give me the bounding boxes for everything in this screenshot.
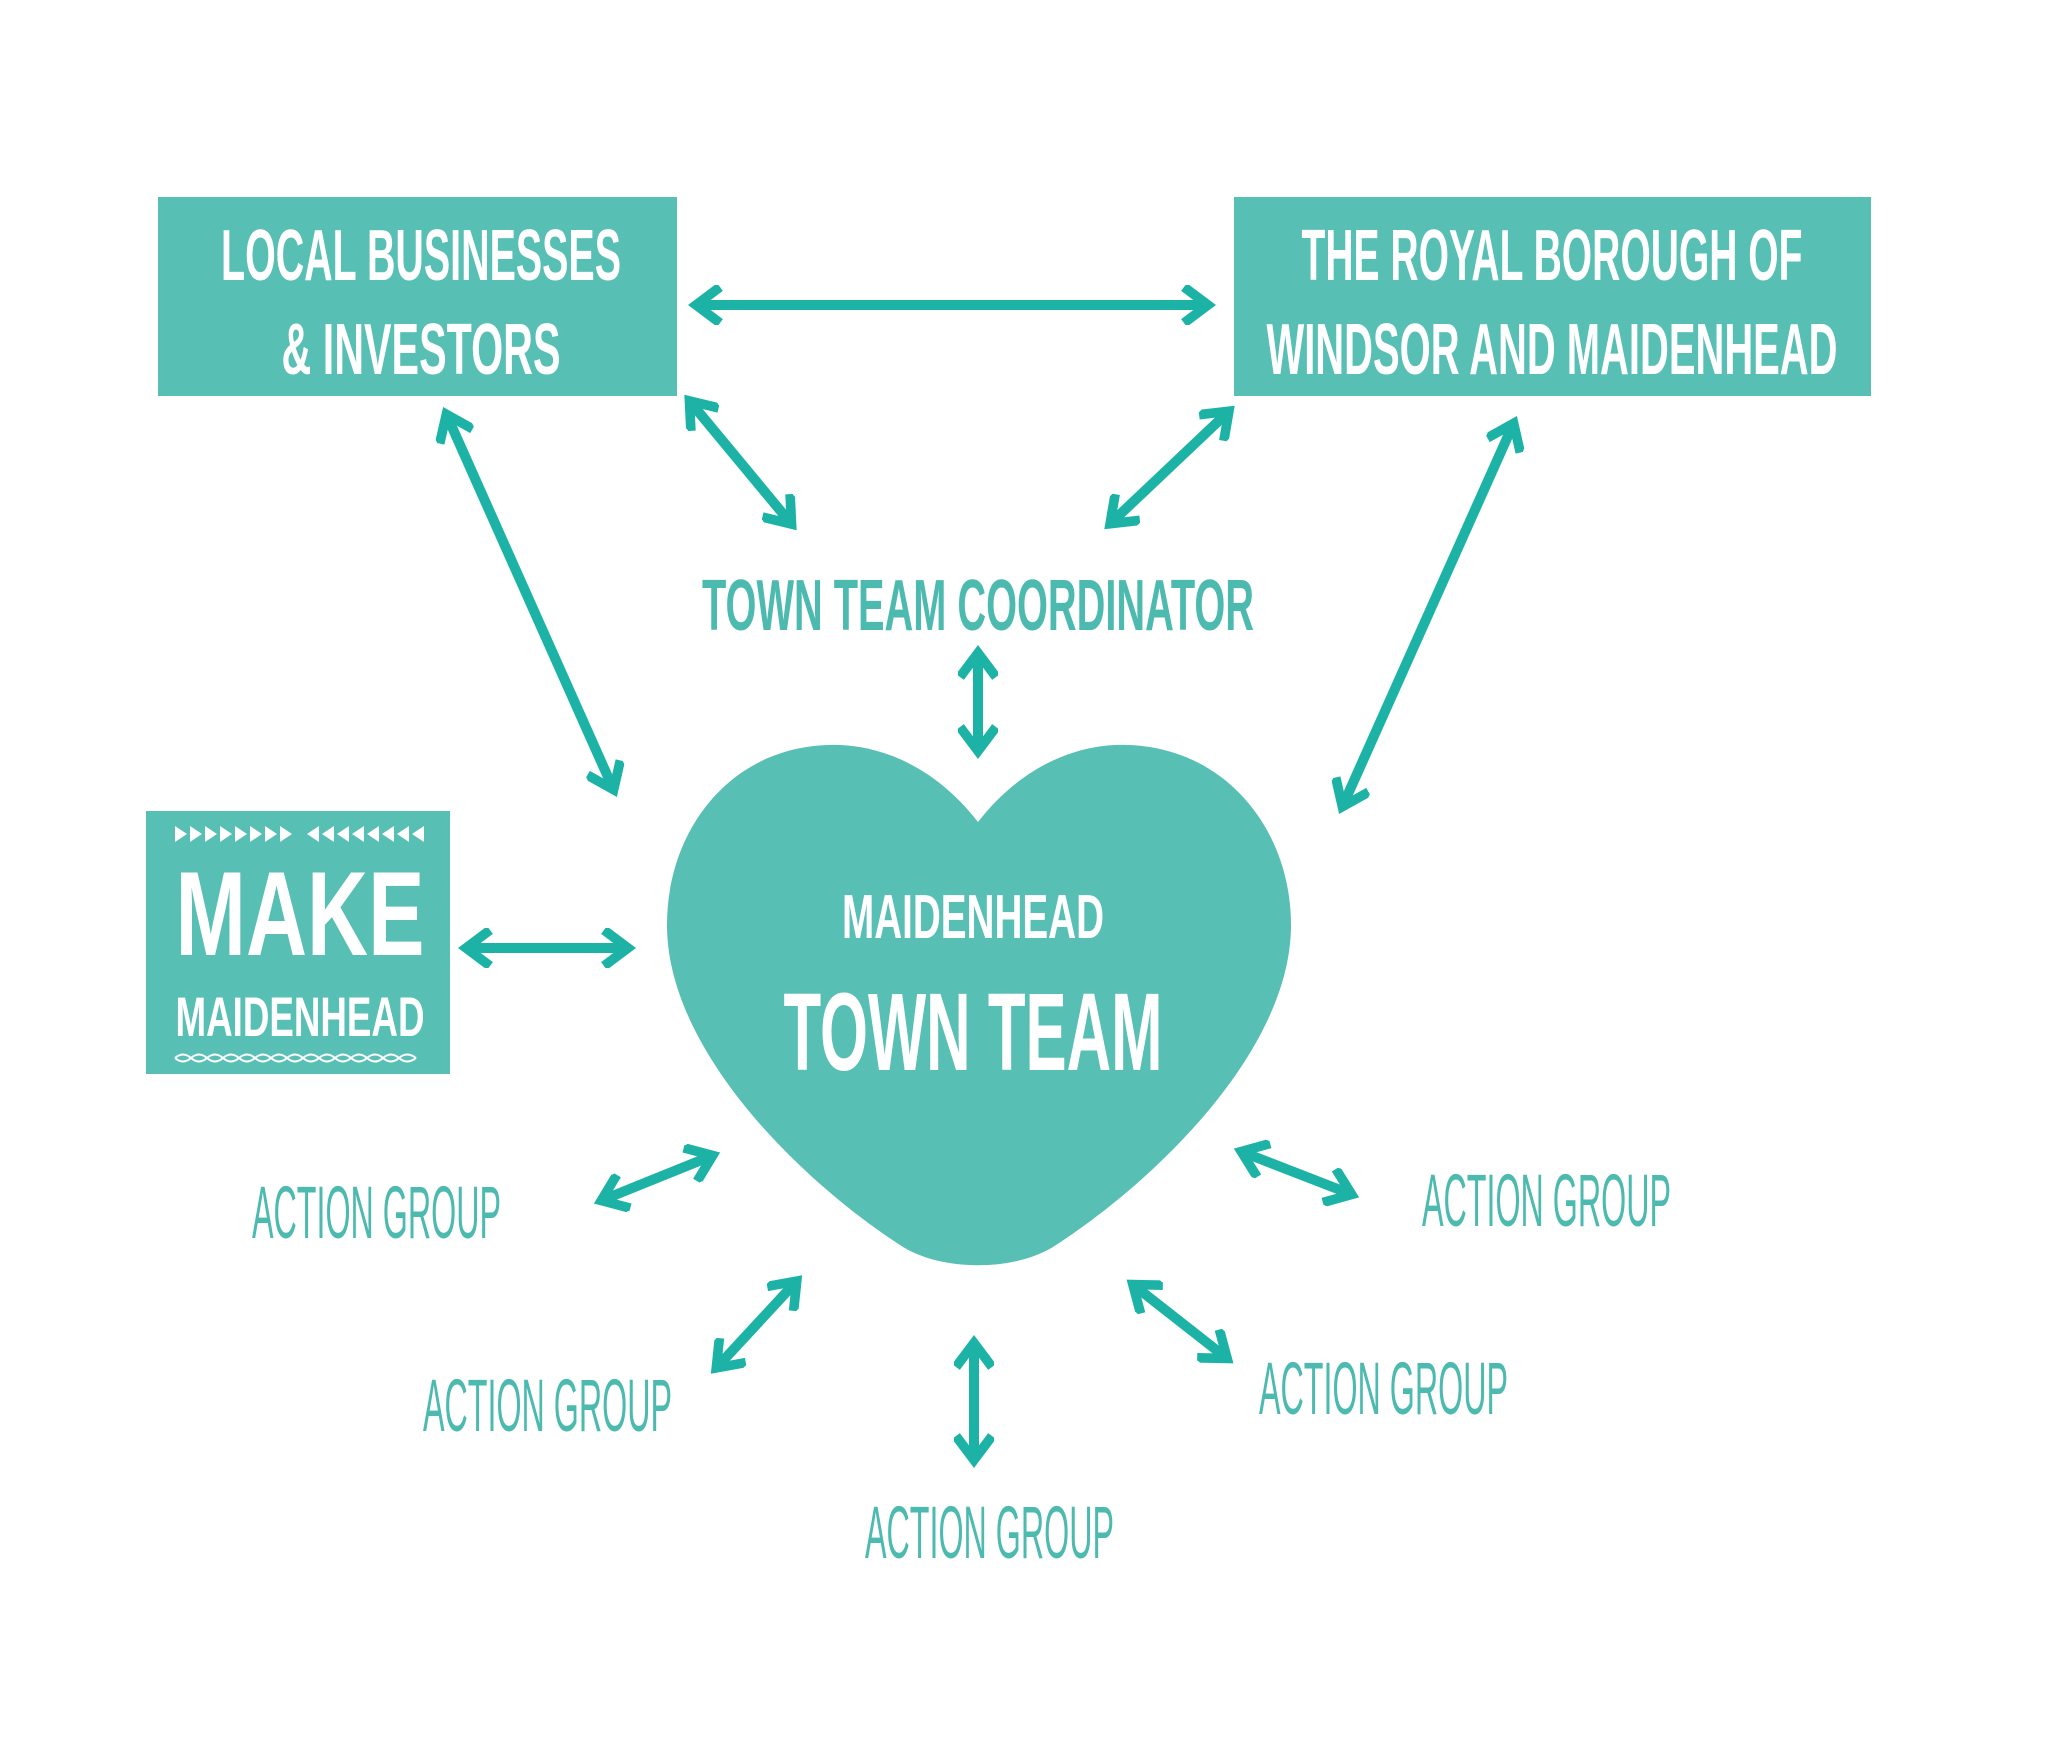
- action-group-right: ACTION GROUP: [1422, 1159, 1671, 1242]
- town-team-line2: TOWN TEAM: [784, 971, 1163, 1094]
- logo-triangle-pattern: [175, 826, 424, 842]
- arrow-borough-coordinator: [1113, 414, 1226, 521]
- royal-borough-box: THE ROYAL BOROUGH OF WINDSOR AND MAIDENH…: [1234, 197, 1871, 396]
- arrow-borough-townteam: [1344, 427, 1512, 803]
- arrow-businesses-townteam: [448, 418, 612, 786]
- action-group-bottom-right: ACTION GROUP: [1259, 1347, 1508, 1430]
- logo-line1: MAKE: [176, 847, 425, 981]
- town-team-line1: MAIDENHEAD: [842, 883, 1104, 952]
- arrow-action-bottom-right: [1136, 1287, 1224, 1356]
- coordinator-label: TOWN TEAM COORDINATOR: [702, 566, 1254, 646]
- royal-borough-line1: THE ROYAL BOROUGH OF: [1302, 216, 1803, 296]
- arrow-action-bottom-left: [719, 1284, 794, 1365]
- local-businesses-line1: LOCAL BUSINESSES: [221, 216, 621, 296]
- make-maidenhead-logo: MAKE MAIDENHEAD: [146, 811, 450, 1074]
- arrow-action-left: [605, 1157, 709, 1199]
- action-group-bottom-left: ACTION GROUP: [423, 1364, 672, 1447]
- arrow-businesses-coordinator: [692, 404, 789, 521]
- logo-wave-pattern: [174, 1053, 417, 1063]
- connection-arrows: [448, 305, 1512, 1456]
- action-group-bottom: ACTION GROUP: [865, 1491, 1114, 1574]
- logo-line2: MAIDENHEAD: [176, 985, 425, 1048]
- local-businesses-box: LOCAL BUSINESSES & INVESTORS: [158, 197, 677, 396]
- town-team-heart: MAIDENHEAD TOWN TEAM: [667, 744, 1291, 1266]
- local-businesses-line2: & INVESTORS: [282, 310, 561, 390]
- action-group-left: ACTION GROUP: [252, 1171, 501, 1254]
- royal-borough-line2: WINDSOR AND MAIDENHEAD: [1267, 310, 1838, 390]
- arrow-action-right: [1245, 1153, 1348, 1193]
